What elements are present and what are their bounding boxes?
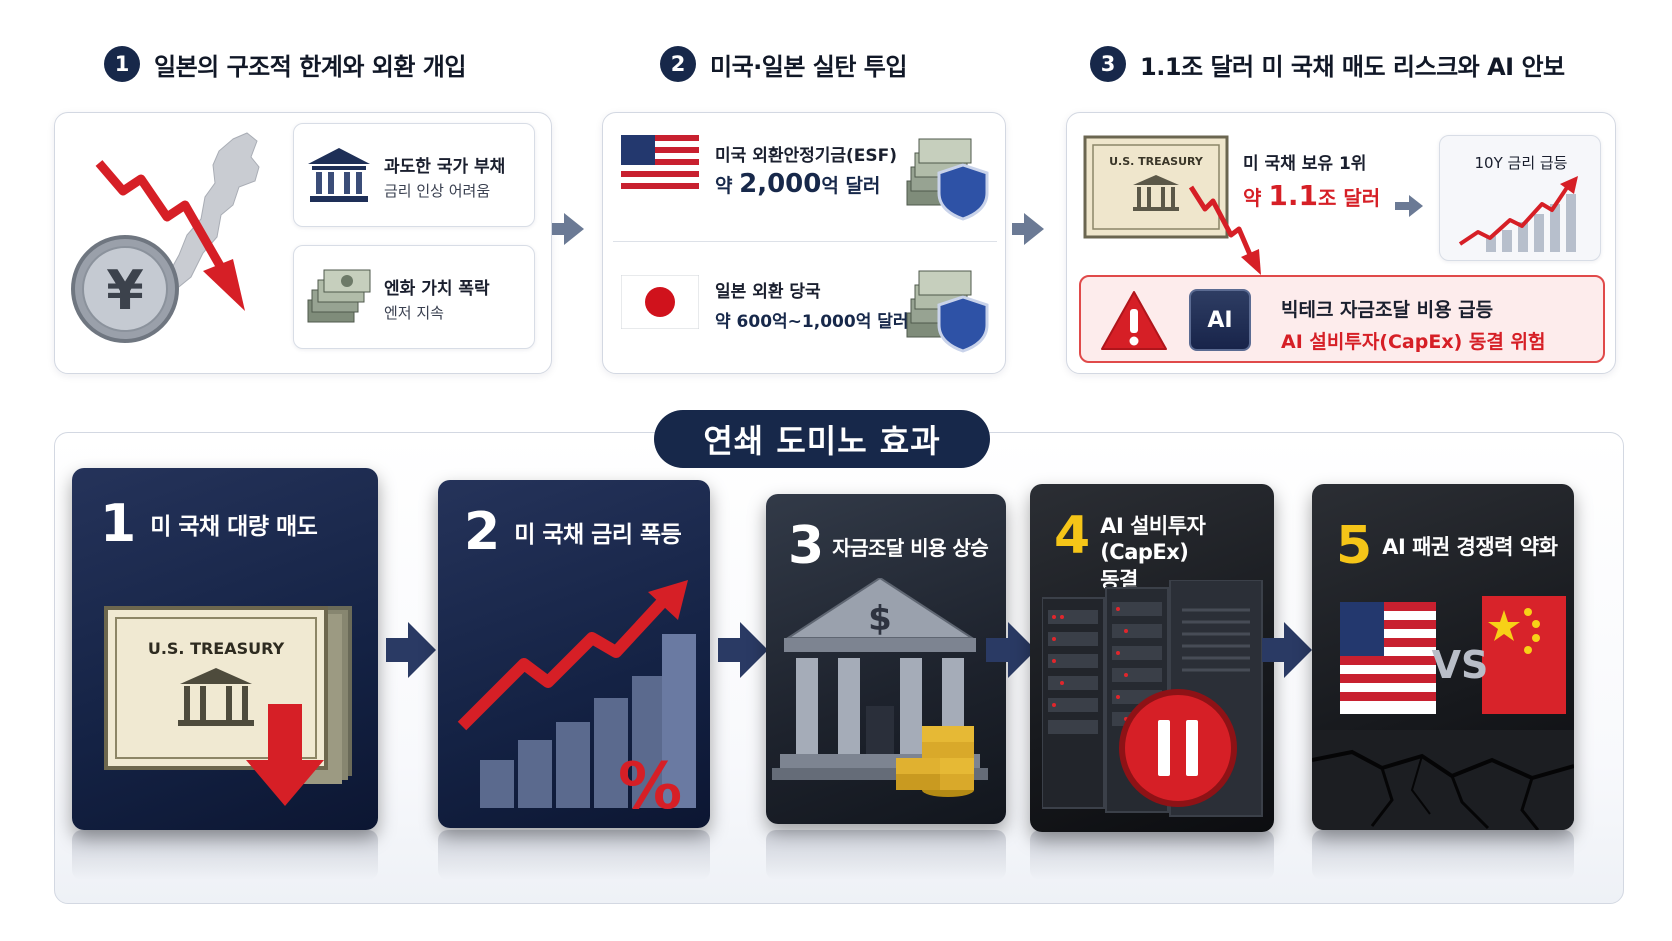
panel-japan-limits: ¥ 과도한 국가 부채 금리 인상 어려움 엔화 가치 폭락 엔저 지속 [54, 112, 552, 374]
japan-flag-icon [621, 275, 699, 329]
warning-line-2: AI 설비투자(CapEx) 동결 위험 [1281, 331, 1546, 353]
section-title: 미국·일본 실탄 투입 [710, 52, 907, 81]
us-flag-icon [621, 135, 699, 191]
cash-stack-icon [307, 269, 371, 323]
section-header-1: 1 일본의 구조적 한계와 외환 개입 [104, 44, 466, 84]
section-number-badge: 1 [104, 46, 140, 82]
tile5-vs-text: VS [1432, 643, 1489, 687]
domino-tile-2: 2 미 국채 금리 폭등 % [438, 480, 710, 828]
step-number: 4 [1054, 506, 1091, 566]
ai-capex-warning: AI 빅테크 자금조달 비용 급등 AI 설비투자(CapEx) 동결 위험 [1079, 275, 1605, 363]
step-number: 1 [100, 494, 137, 554]
us-vs-china-flags-icon: VS [1340, 596, 1566, 714]
holder-label: 미 국채 보유 1위 [1243, 154, 1367, 174]
section-title: 일본의 구조적 한계와 외환 개입 [154, 52, 466, 81]
domino-arrow [386, 622, 436, 678]
card-subtitle: 엔저 지속 [384, 304, 444, 322]
tile-reflection [1030, 830, 1274, 880]
flow-arrow [1395, 195, 1423, 217]
tile-reflection [1312, 830, 1574, 880]
step-label: AI 패권 경쟁력 약화 [1382, 535, 1558, 559]
flow-arrow [1012, 213, 1044, 245]
treasury-certificate-icon: U.S. TREASURY [1083, 135, 1229, 239]
section-title: 1.1조 달러 미 국채 매도 리스크와 AI 안보 [1140, 52, 1565, 81]
server-rack-paused-icon [1042, 580, 1263, 817]
domino-tile-4: 4 AI 설비투자(CapEx) 동결 [1030, 484, 1274, 832]
row-title: 일본 외환 당국 [715, 282, 821, 302]
rate-label: 10Y 금리 급등 [1474, 154, 1568, 172]
cert-small-text-text: U.S. TREASURY [1109, 155, 1204, 168]
amount-unit: 억 달러 [821, 175, 881, 197]
card-title: 엔화 가치 폭락 [384, 279, 490, 299]
tile3-dollar-text: $ [868, 599, 892, 639]
tile-reflection [72, 830, 378, 880]
step-label: 미 국채 대량 매도 [150, 514, 318, 540]
us-flag-icon [1340, 602, 1436, 714]
card-national-debt: 과도한 국가 부채 금리 인상 어려움 [293, 123, 535, 227]
card-10y-rate: 10Y 금리 급등 [1439, 135, 1601, 261]
domino-tile-1: 1 미 국채 대량 매도 U.S. TREASURY [72, 468, 378, 830]
tile-reflection [766, 830, 1006, 880]
amount-unit: 조 달러 [1317, 186, 1381, 210]
rising-rate-chart-icon: % [457, 580, 696, 820]
section-number-badge: 3 [1090, 46, 1126, 82]
japan-amount: 약 600억~1,000억 달러 [715, 312, 909, 332]
tile1-cert-text-text: U.S. TREASURY [148, 639, 285, 658]
card-yen-crash: 엔화 가치 폭락 엔저 지속 [293, 245, 535, 349]
section-header-2: 2 미국·일본 실탄 투입 [660, 44, 907, 84]
bank-icon [308, 148, 370, 202]
amount-prefix: 약 [715, 175, 740, 197]
bank-coins-icon: $ [772, 578, 988, 797]
tile2-percent-text: % [618, 750, 682, 820]
amount-value: 1.1 [1268, 179, 1318, 212]
amount-value: 2,000 [739, 169, 822, 199]
domino-tile-5: 5 AI 패권 경쟁력 약화 VS [1312, 484, 1574, 830]
divider [613, 241, 997, 242]
domino-title: 연쇄 도미노 효과 [654, 410, 990, 468]
holder-amount: 약 1.1조 달러 [1243, 179, 1380, 212]
china-flag-icon [1482, 596, 1566, 714]
section-header-3: 3 1.1조 달러 미 국채 매도 리스크와 AI 안보 [1090, 44, 1565, 84]
card-title: 과도한 국가 부채 [384, 157, 506, 177]
cash-shield-icon [906, 270, 989, 353]
panel-treasury-risk: U.S. TREASURY 미 국채 보유 1위 약 1.1조 달러 10Y 금… [1066, 112, 1616, 374]
ai-chip-icon: AI [1189, 289, 1251, 351]
down-arrow-icon [203, 259, 245, 311]
yen-sym-text: ¥ [106, 259, 144, 322]
japan-yen-crash-illustration: ¥ [71, 132, 260, 343]
warning-line-1: 빅테크 자금조달 비용 급등 [1281, 299, 1494, 321]
step-number: 2 [464, 502, 501, 562]
domino-arrow [986, 622, 1036, 678]
card-subtitle: 금리 인상 어려움 [384, 182, 491, 200]
rising-rate-chart-icon [1458, 176, 1578, 252]
down-trend-arrow-icon [1188, 185, 1261, 275]
domino-arrow [718, 622, 768, 678]
domino-arrow [1262, 622, 1312, 678]
step-label: 자금조달 비용 상승 [832, 535, 989, 560]
down-arrow-icon [246, 760, 324, 806]
domino-tile-3: 3 자금조달 비용 상승 $ [766, 494, 1006, 824]
section-number-badge: 2 [660, 46, 696, 82]
step-number: 3 [788, 516, 825, 576]
step-label-line-1: AI 설비투자(CapEx) [1100, 514, 1206, 564]
treasury-bond-stack-icon: U.S. TREASURY [104, 606, 352, 806]
cash-shield-icon [906, 138, 989, 221]
row-title: 미국 외환안정기금(ESF) [715, 146, 898, 166]
step-label: 미 국채 금리 폭등 [514, 522, 682, 548]
panel-us-japan-intervention: 미국 외환안정기금(ESF) 약 2,000억 달러 일본 외환 당국 약 60… [602, 112, 1006, 374]
step-number: 5 [1336, 516, 1373, 576]
warning-icon [1101, 291, 1167, 350]
amount-prefix: 약 [1243, 186, 1269, 210]
tile-reflection [438, 830, 710, 880]
flow-arrow [552, 213, 584, 245]
us-amount: 약 2,000억 달러 [715, 169, 880, 199]
cracked-ground-icon [1312, 730, 1574, 830]
